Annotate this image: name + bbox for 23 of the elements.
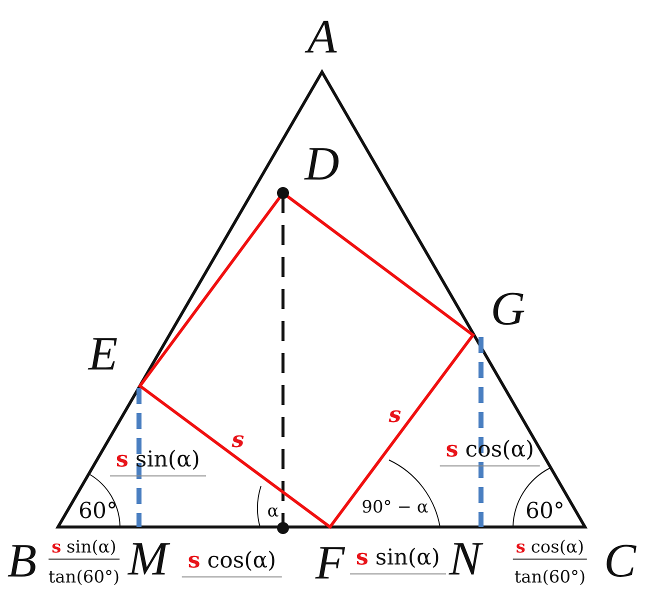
- point-label: N: [449, 534, 481, 586]
- side-label: s: [232, 428, 244, 452]
- point-label: B: [7, 536, 37, 588]
- angle-label: α: [267, 502, 279, 522]
- point-label: G: [490, 284, 526, 336]
- formula: tan(60°): [514, 568, 586, 588]
- angle-label: 90° − α: [362, 498, 428, 518]
- angle-label: 60°: [78, 500, 118, 524]
- formula: s cos(α): [182, 548, 282, 578]
- point-label: M: [128, 534, 168, 586]
- formula: s sin(α): [350, 545, 446, 575]
- point-label: E: [88, 328, 118, 382]
- formula: s sin(α): [110, 447, 206, 477]
- point-label: C: [604, 536, 636, 588]
- angle-label: 60°: [526, 500, 564, 524]
- formula: tan(60°): [48, 568, 120, 588]
- formula: s cos(α): [512, 538, 588, 560]
- formula: s sin(α): [48, 538, 120, 560]
- point-label: D: [304, 138, 340, 192]
- side-label: s: [388, 402, 402, 428]
- formula: s cos(α): [440, 437, 540, 467]
- point-label: F: [315, 538, 345, 590]
- point-label: A: [307, 12, 337, 64]
